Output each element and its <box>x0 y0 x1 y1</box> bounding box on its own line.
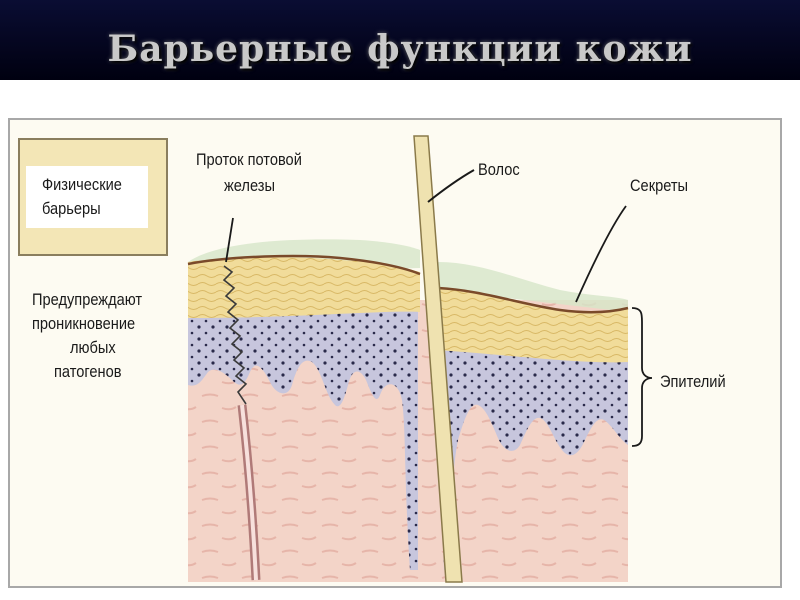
physical-barriers-label-line1: Физические <box>42 175 122 194</box>
sweat-duct-label-line1: Проток потовой <box>196 150 302 169</box>
epidermis-dots-right <box>438 330 628 570</box>
hair-label: Волос <box>478 160 520 179</box>
secretions-label: Секреты <box>630 176 689 195</box>
physical-barriers-label-bg <box>26 166 148 228</box>
barrier-description-line2: проникновение <box>32 314 136 333</box>
sweat-duct-label-line2: железы <box>224 176 275 195</box>
sweat-duct-lumen <box>240 404 258 581</box>
epithelium-label: Эпителий <box>660 372 726 391</box>
physical-barriers-label-line2: барьеры <box>42 199 101 218</box>
title-bar <box>0 0 800 80</box>
sweat-duct-spiral <box>222 265 248 405</box>
epithelium-brace <box>631 307 653 447</box>
barrier-description-line1: Предупреждают <box>32 290 143 309</box>
barrier-description-line3: любых <box>70 338 116 357</box>
slide-title: Барьерные функции кожи <box>107 28 693 70</box>
surface-haze-right <box>438 262 628 312</box>
sweat-duct-pointer <box>225 217 234 263</box>
epidermis-dots-left <box>188 305 418 570</box>
secretions-pointer <box>575 205 627 303</box>
surface-secretion-right <box>437 286 629 314</box>
stratum-corneum-right-texture <box>438 288 628 363</box>
stratum-corneum-left-texture <box>188 257 420 318</box>
hair-shaft <box>413 135 463 583</box>
barrier-description-line4: патогенов <box>54 362 122 381</box>
hair-pointer <box>427 169 475 203</box>
